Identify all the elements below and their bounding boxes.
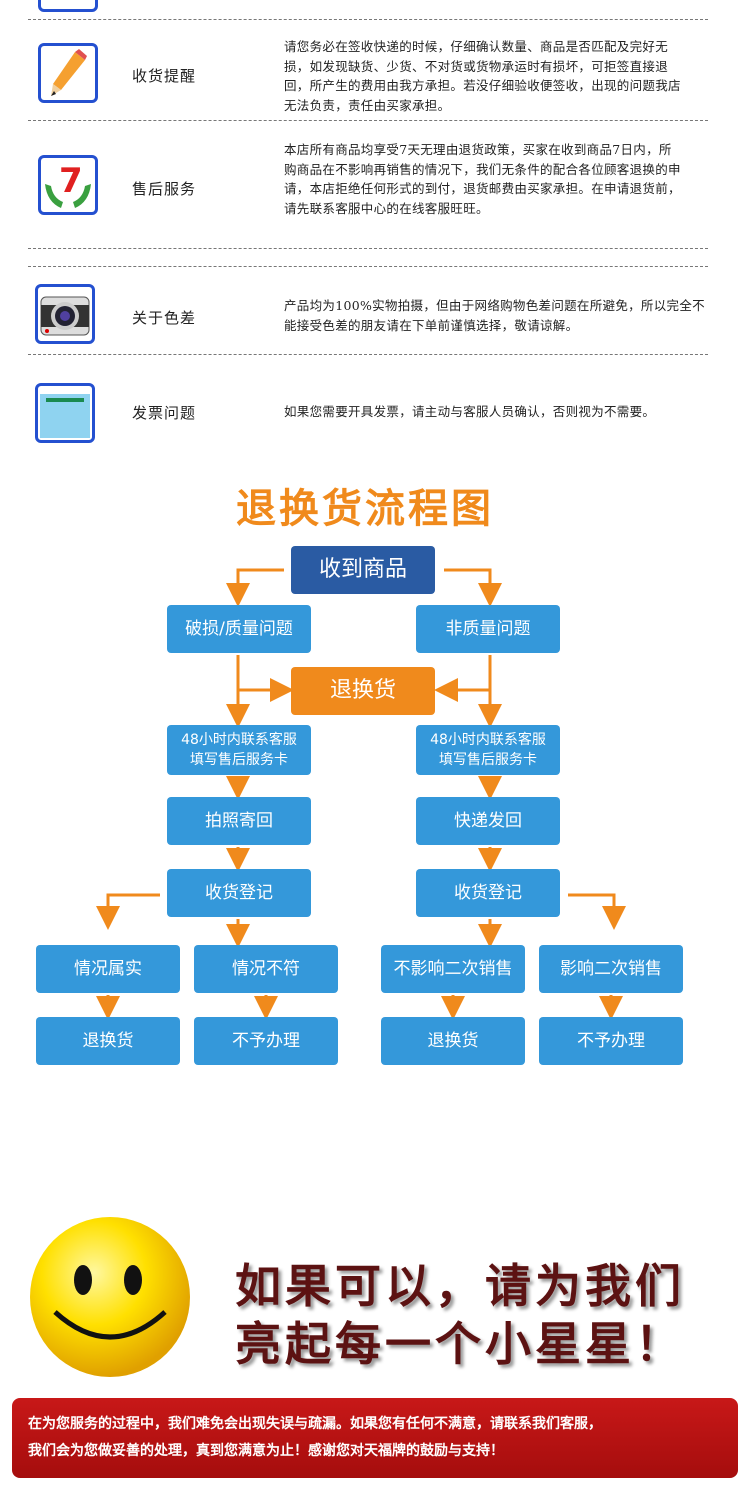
policy-label: 收货提醒 bbox=[132, 67, 197, 85]
flow-result: 不予办理 bbox=[194, 1017, 338, 1065]
flow-exchange: 退换货 bbox=[291, 667, 435, 715]
arrow bbox=[568, 893, 626, 930]
contact-line: 填写售后服务卡 bbox=[190, 752, 288, 768]
banner-line: 在为您服务的过程中，我们难免会出现失误与疏漏。如果您有任何不满意，请联系我们客服… bbox=[28, 1416, 602, 1432]
flow-register-right: 收货登记 bbox=[416, 869, 560, 917]
arrow bbox=[236, 655, 294, 702]
arrow bbox=[226, 568, 284, 607]
flow-left-issue: 破损/质量问题 bbox=[167, 605, 311, 653]
partial-icon bbox=[38, 0, 98, 12]
policy-text: 如果您需要开具发票，请主动与客服人员确认，否则视为不需要。 bbox=[284, 404, 656, 419]
slogan-line: 如果可以，请为我们 bbox=[235, 1259, 685, 1313]
slogan-line: 亮起每一个小星星！ bbox=[235, 1317, 685, 1371]
invoice-icon bbox=[35, 383, 95, 443]
flow-result: 不予办理 bbox=[539, 1017, 683, 1065]
divider bbox=[28, 120, 708, 121]
flow-result: 退换货 bbox=[381, 1017, 525, 1065]
flow-outcome: 情况不符 bbox=[194, 945, 338, 993]
policy-label: 售后服务 bbox=[132, 180, 197, 198]
flow-right-send: 快递发回 bbox=[416, 797, 560, 845]
camera-icon bbox=[35, 284, 95, 344]
flow-start: 收到商品 bbox=[291, 546, 435, 594]
divider bbox=[28, 266, 708, 267]
hands-seven-icon: 7 bbox=[38, 155, 98, 215]
contact-line: 填写售后服务卡 bbox=[439, 752, 537, 768]
flow-result: 退换货 bbox=[36, 1017, 180, 1065]
flow-arrows bbox=[96, 568, 626, 1020]
pencil-icon bbox=[38, 43, 98, 103]
arrow bbox=[434, 655, 492, 702]
policy-text: 本店所有商品均享受7天无理由退货政策，买家在收到商品7日内，所购商品在不影响再销… bbox=[284, 142, 681, 216]
svg-text:7: 7 bbox=[59, 161, 83, 201]
flow-left-send: 拍照寄回 bbox=[167, 797, 311, 845]
divider bbox=[28, 354, 708, 355]
policy-text: 产品均为100%实物拍摄，但由于网络购物色差问题在所避免，所以完全不能接受色差的… bbox=[284, 298, 705, 333]
flow-register-left: 收货登记 bbox=[167, 869, 311, 917]
contact-line: 48小时内联系客服 bbox=[181, 732, 297, 748]
flow-contact-right: 48小时内联系客服填写售后服务卡 bbox=[416, 725, 560, 775]
flow-outcome: 影响二次销售 bbox=[539, 945, 683, 993]
flow-right-issue: 非质量问题 bbox=[416, 605, 560, 653]
policy-label: 发票问题 bbox=[132, 404, 197, 422]
flow-outcome: 不影响二次销售 bbox=[381, 945, 525, 993]
policy-text: 请您务必在签收快递的时候，仔细确认数量、商品是否匹配及完好无损，如发现缺货、少货… bbox=[284, 39, 681, 113]
contact-line: 48小时内联系客服 bbox=[430, 732, 546, 748]
thanks-banner: 在为您服务的过程中，我们难免会出现失误与疏漏。如果您有任何不满意，请联系我们客服… bbox=[12, 1398, 738, 1478]
banner-line: 我们会为您做妥善的处理，真到您满意为止！感谢您对天福牌的鼓励与支持！ bbox=[28, 1443, 504, 1459]
arrow bbox=[96, 893, 160, 930]
smiley-icon bbox=[30, 1217, 190, 1377]
policy-label: 关于色差 bbox=[132, 309, 197, 327]
flow-contact-left: 48小时内联系客服填写售后服务卡 bbox=[167, 725, 311, 775]
arrow bbox=[444, 568, 502, 607]
divider bbox=[28, 19, 708, 20]
divider bbox=[28, 248, 708, 249]
flow-title: 退换货流程图 bbox=[236, 486, 494, 532]
flow-outcome: 情况属实 bbox=[36, 945, 180, 993]
